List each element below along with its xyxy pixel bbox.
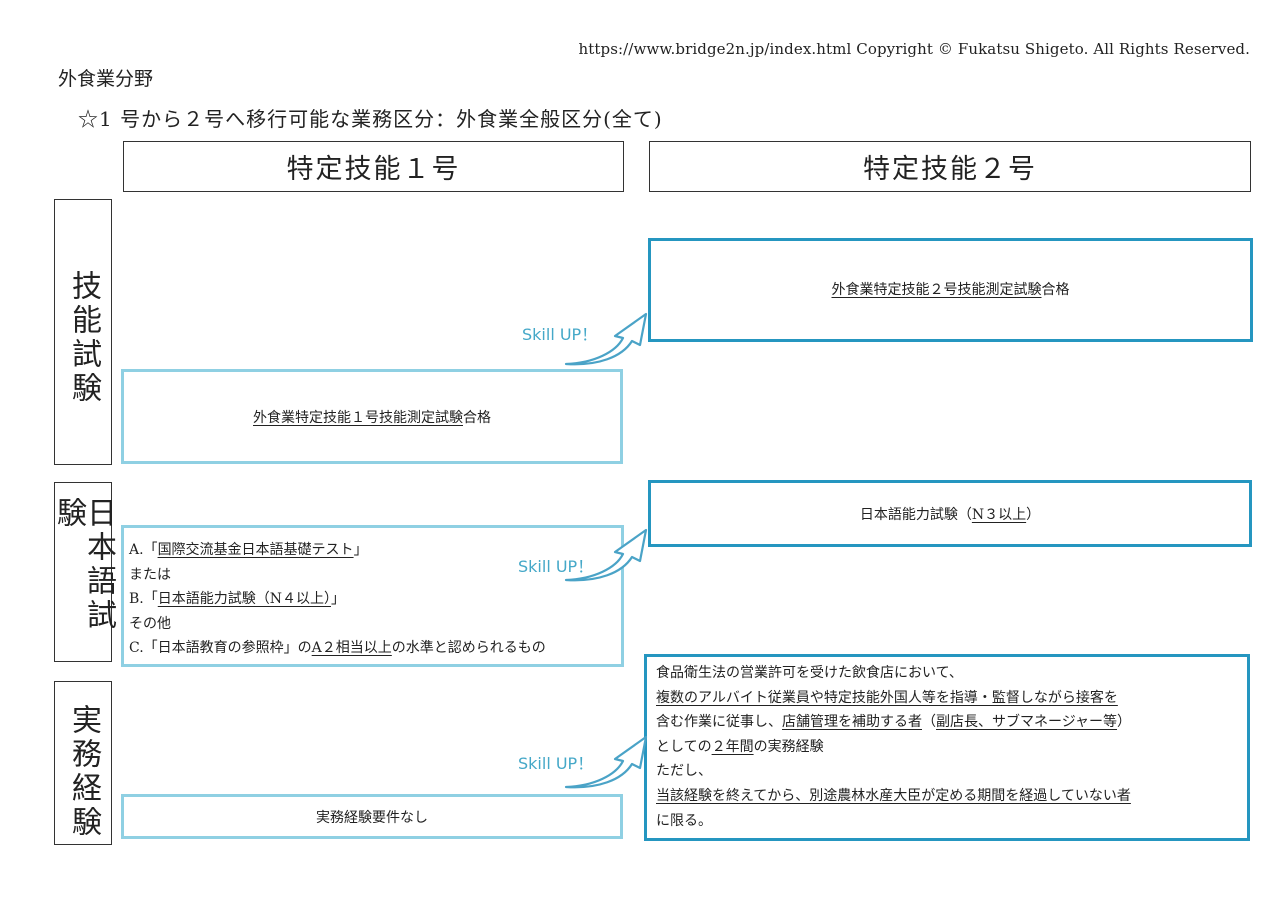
tokutei1-experience-box: 実務経験要件なし bbox=[121, 794, 623, 839]
row-label-skill-test: 技能試験 bbox=[54, 199, 112, 465]
experience-line-3: 含む作業に従事し、店舗管理を補助する者（副店長、サブマネージャー等） bbox=[656, 714, 1132, 731]
experience-line-2: 複数のアルバイト従業員や特定技能外国人等を指導・監督しながら接客を bbox=[656, 689, 1118, 706]
experience-line-6: 当該経験を終えてから、別途農林水産大臣が定める期間を経過していない者 bbox=[656, 787, 1131, 804]
skill-up-arrow-icon bbox=[564, 735, 648, 789]
tokutei2-skill-test-name: 外食業特定技能２号技能測定試験 bbox=[831, 282, 1042, 298]
page-subtitle: ☆1 号から２号へ移行可能な業務区分：外食業全般区分(全て) bbox=[78, 107, 663, 131]
skill-up-arrow-icon bbox=[564, 312, 648, 366]
column-header-tokutei2: 特定技能２号 bbox=[649, 141, 1251, 192]
tokutei1-skill-test-result: 合格 bbox=[463, 409, 491, 426]
column-header-tokutei2-label: 特定技能２号 bbox=[863, 154, 1037, 185]
column-header-tokutei1: 特定技能１号 bbox=[123, 141, 624, 192]
tokutei1-japanese-test-box: A.「国際交流基金日本語基礎テスト」 または B.「日本語能力試験（N４以上）」… bbox=[121, 525, 624, 667]
skill-up-arrow-icon bbox=[564, 528, 648, 582]
japanese-option-b: B.「日本語能力試験（N４以上）」 bbox=[129, 591, 345, 607]
row-label-experience-text: 実務経験 bbox=[66, 704, 101, 840]
skill-up-label-skill-test: Skill UP！ bbox=[522, 325, 598, 344]
experience-line-4: としての２年間の実務経験 bbox=[656, 738, 824, 755]
experience-line-5: ただし、 bbox=[656, 763, 712, 780]
tokutei1-skill-test-name: 外食業特定技能１号技能測定試験 bbox=[253, 409, 463, 426]
japanese-or: または bbox=[129, 566, 171, 583]
tokutei1-experience-text: 実務経験要件なし bbox=[316, 809, 428, 826]
tokutei2-japanese-test-box: 日本語能力試験（N３以上） bbox=[648, 480, 1252, 547]
tokutei2-experience-box: 食品衛生法の営業許可を受けた飲食店において、 複数のアルバイト従業員や特定技能外… bbox=[644, 654, 1250, 841]
japanese-option-a: A.「国際交流基金日本語基礎テスト」 bbox=[129, 542, 368, 558]
japanese-option-c: C.「日本語教育の参照枠」のA２相当以上の水準と認められるもの bbox=[129, 640, 546, 656]
tokutei2-japanese-test-name: 日本語能力試験（ bbox=[859, 506, 972, 523]
tokutei2-skill-test-result: 合格 bbox=[1041, 282, 1070, 298]
copyright-notice: https://www.bridge2n.jp/index.html Copyr… bbox=[578, 40, 1250, 58]
tokutei1-skill-test-box: 外食業特定技能１号技能測定試験合格 bbox=[121, 369, 623, 464]
row-label-japanese-test-text: 日本語試験 bbox=[51, 497, 116, 633]
row-label-japanese-test: 日本語試験 bbox=[51, 482, 116, 662]
row-label-experience: 実務経験 bbox=[54, 681, 112, 845]
tokutei2-skill-test-box: 外食業特定技能２号技能測定試験合格 bbox=[648, 238, 1253, 342]
row-label-skill-test-text: 技能試験 bbox=[66, 270, 101, 406]
skill-up-label-japanese-test: Skill UP！ bbox=[518, 557, 594, 576]
experience-line-7: に限る。 bbox=[656, 812, 712, 829]
page-title: 外食業分野 bbox=[58, 68, 154, 90]
skill-up-label-experience: Skill UP！ bbox=[518, 754, 594, 773]
tokutei2-japanese-level: N３以上 bbox=[971, 506, 1027, 523]
japanese-other: その他 bbox=[129, 615, 171, 632]
experience-line-1: 食品衛生法の営業許可を受けた飲食店において、 bbox=[656, 665, 963, 681]
column-header-tokutei1-label: 特定技能１号 bbox=[286, 154, 461, 185]
